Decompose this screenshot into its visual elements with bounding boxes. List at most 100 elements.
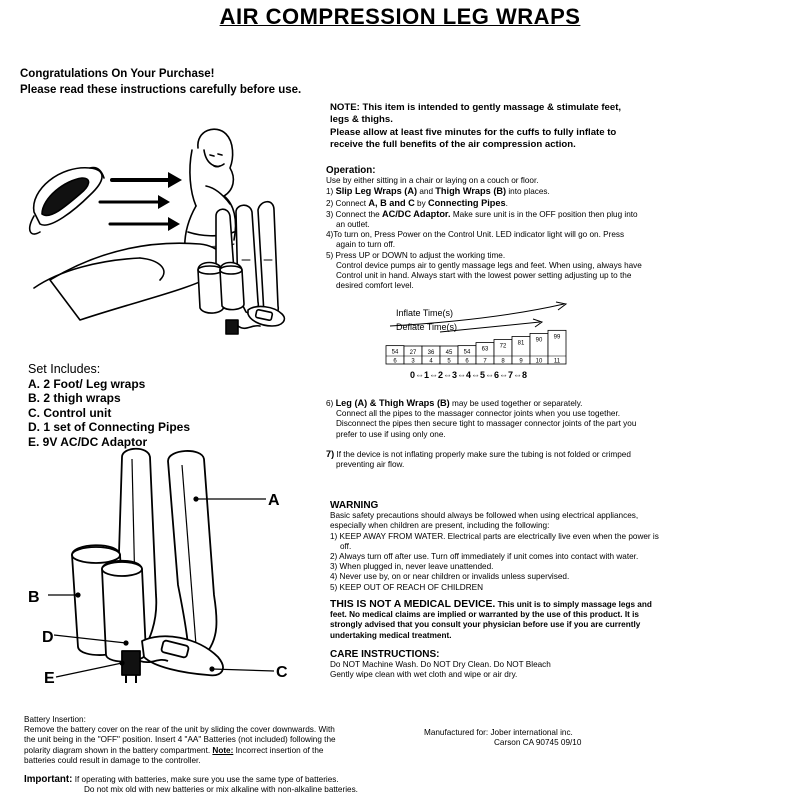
note-line-4: receive the full benefits of the air com…	[330, 139, 576, 151]
thigh-wrap-right-opening	[101, 561, 143, 577]
time-chart: Inflate Time(s) Deflate Time(s) 54627336…	[385, 301, 568, 380]
important-line-1: Important: If operating with batteries, …	[24, 774, 404, 785]
step-1-bold-2: Thigh Wraps (B)	[435, 186, 507, 197]
important-text-1: If operating with batteries, make sure y…	[72, 775, 339, 784]
inflate-value-9: 99	[554, 334, 561, 340]
manufacturer-address: Carson CA 90745 09/10	[494, 738, 582, 748]
set-item-d: D. 1 set of Connecting Pipes	[28, 420, 191, 434]
inflate-label: Inflate Time(s)	[396, 308, 453, 318]
warning-intro: Basic safety precautions should always b…	[330, 511, 639, 531]
adaptor	[121, 650, 141, 676]
inflate-value-0: 54	[392, 350, 399, 356]
step-7-body: If the device is not inflating properly …	[334, 449, 631, 470]
label-c: C	[276, 664, 288, 681]
inflate-value-6: 72	[500, 344, 507, 350]
operation-step-4: 4)To turn on, Press Power on the Control…	[326, 230, 625, 250]
warning-item-3: 3) When plugged in, never leave unattend…	[330, 562, 494, 572]
label-e: E	[44, 670, 55, 687]
inflate-value-5: 63	[482, 347, 489, 353]
note-line-2: legs & thighs.	[330, 114, 393, 126]
label-d: D	[42, 629, 54, 646]
step-1-suffix: into places.	[506, 187, 550, 197]
medical-disclaimer: THIS IS NOT A MEDICAL DEVICE. This unit …	[330, 599, 665, 641]
leg-wrap-right	[167, 450, 218, 657]
deflate-value-2: 4	[429, 359, 433, 365]
set-item-b: B. 2 thigh wraps	[28, 391, 121, 405]
deflate-value-3: 5	[447, 359, 451, 365]
battery-body-text-2: Incorrect insertion of the batteries cou…	[24, 745, 324, 765]
step-2-bold-2: Connecting Pipes	[427, 197, 506, 208]
operation-section: Operation: Use by either sitting in a ch…	[326, 165, 646, 291]
operation-step-3: 3) Connect the AC/DC Adaptor. Make sure …	[326, 209, 646, 230]
thigh-wrap-left-opening	[71, 546, 121, 564]
note-block: NOTE: This item is intended to gently ma…	[330, 102, 650, 152]
step-1-bold-1: Slip Leg Wraps (A)	[335, 186, 418, 197]
inflate-value-2: 36	[428, 350, 435, 356]
step-3-suffix: Make sure unit is in the OFF position th…	[336, 209, 638, 230]
greeting-line-1: Congratulations On Your Purchase!	[20, 68, 215, 80]
step-6-prefix: 6)	[326, 399, 336, 408]
operation-step-2: 2) Connect A, B and C by Connecting Pipe…	[326, 198, 646, 209]
deflate-label: Deflate Time(s)	[396, 322, 457, 332]
manufacturer-section: Manufactured for: Jober international in…	[424, 728, 624, 748]
step-1-prefix: 1)	[326, 187, 336, 197]
deflate-arrow	[439, 321, 541, 333]
usage-illustration	[28, 128, 286, 335]
deflate-value-4: 6	[465, 359, 469, 365]
battery-note-label: Note:	[212, 745, 234, 755]
deflate-value-0: 6	[393, 359, 397, 365]
set-item-a: A. 2 Foot/ Leg wraps	[28, 376, 146, 391]
medical-body: This unit is to simply massage legs and …	[330, 600, 652, 640]
step-2-bold-1: A, B and C	[368, 197, 415, 208]
manufacturer-label: Manufactured for: Jober international in…	[424, 728, 573, 737]
note-line-3: Please allow at least five minutes for t…	[330, 126, 617, 138]
operation-heading: Operation:	[326, 165, 376, 176]
operation-step-5-body: Control device pumps air to gently massa…	[336, 260, 642, 291]
care-heading: CARE INSTRUCTIONS:	[330, 649, 440, 660]
care-line-1: Do NOT Machine Wash. Do NOT Dry Clean. D…	[330, 660, 551, 670]
care-section: CARE INSTRUCTIONS: Do NOT Machine Wash. …	[330, 649, 630, 681]
medical-heading: THIS IS NOT A MEDICAL DEVICE.	[330, 599, 496, 610]
page-title: AIR COMPRESSION LEG WRAPS	[219, 4, 581, 29]
inflate-value-7: 81	[518, 340, 525, 346]
battery-heading: Battery Insertion:	[24, 715, 86, 724]
set-includes: Set Includes: A. 2 Foot/ Leg wraps B. 2 …	[28, 362, 190, 449]
step-1-mid: and	[417, 187, 436, 197]
step-2-mid: by	[414, 198, 428, 208]
operation-step-5: 5) Press UP or DOWN to adjust the workin…	[326, 250, 506, 260]
parts-diagram: A B D C E	[28, 447, 288, 687]
important-section: Important: If operating with batteries, …	[24, 774, 404, 795]
battery-body-text: Remove the battery cover on the rear of …	[24, 725, 336, 755]
greeting-line-2: Please read these instructions carefully…	[20, 84, 302, 96]
deflate-arrowhead	[532, 318, 544, 328]
step-7: 7) If the device is not inflating proper…	[326, 449, 646, 470]
warning-item-2: 2) Always turn off after use. Turn off i…	[330, 552, 639, 562]
label-a: A	[268, 492, 280, 509]
set-includes-heading: Set Includes:	[28, 362, 101, 376]
important-line-2: Do not mix old with new batteries or mix…	[84, 785, 358, 795]
label-b: B	[28, 589, 40, 606]
inflate-value-4: 54	[464, 350, 471, 356]
warning-item-5: 5) KEEP OUT OF REACH OF CHILDREN	[330, 582, 484, 592]
step-6-bold: Leg (A) & Thigh Wraps (B)	[335, 398, 450, 408]
operation-step-1: 1) Slip Leg Wraps (A) and Thigh Wraps (B…	[326, 186, 646, 197]
levels-label: 0⇔1⇔2⇔3⇔4⇔5⇔6⇔7⇔8	[410, 370, 527, 380]
set-item-e: E. 9V AC/DC Adaptor	[28, 434, 148, 449]
inflate-arrow	[389, 303, 565, 327]
note-line-1: NOTE: This item is intended to gently ma…	[330, 102, 622, 113]
inflate-value-8: 90	[536, 337, 543, 343]
battery-section: Battery Insertion: Remove the battery co…	[24, 715, 344, 766]
inflate-value-3: 45	[446, 350, 453, 356]
battery-body: Remove the battery cover on the rear of …	[24, 725, 344, 766]
warning-item-1: 1) KEEP AWAY FROM WATER. Electrical part…	[330, 531, 659, 551]
step-7-prefix: 7)	[326, 448, 335, 459]
deflate-value-9: 11	[554, 359, 561, 365]
warning-heading: WARNING	[330, 500, 379, 511]
inflate-arrowhead	[555, 301, 568, 311]
warning-item-4: 4) Never use by, on or near children or …	[330, 572, 570, 582]
bar-9	[547, 329, 567, 365]
deflate-value-8: 10	[536, 359, 543, 365]
step-6-body: Connect all the pipes to the massager co…	[336, 409, 637, 439]
care-line-2: Gently wipe clean with wet cloth and wip…	[330, 670, 518, 680]
